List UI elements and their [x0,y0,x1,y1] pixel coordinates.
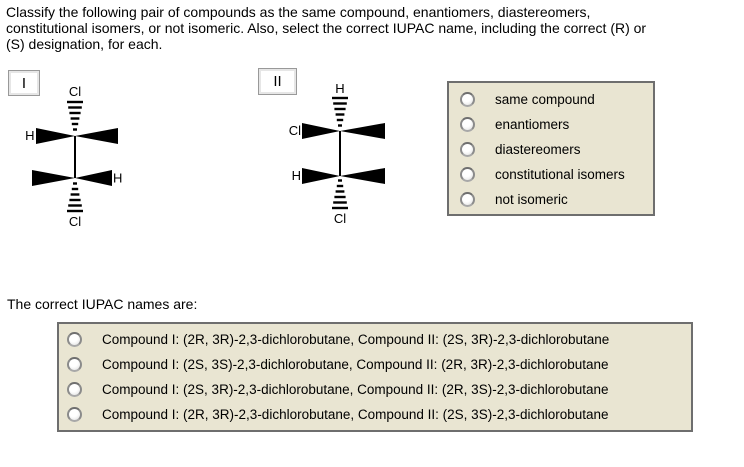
compound-1-label: I [21,74,27,92]
atom-label-chlorine-top-left: Cl [289,123,301,138]
compound-1-label-box: I [8,70,40,96]
compound-2-label: II [273,73,282,90]
radio-button[interactable] [460,92,475,107]
option-label: Compound I: (2R, 3R)-2,3-dichlorobutane,… [102,407,609,422]
wedge-bond-top-left [36,128,75,144]
iupac-option-2[interactable]: Compound I: (2S, 3S)-2,3-dichlorobutane,… [67,352,691,377]
prompt-line-3: (S) designation, for each. [6,36,163,52]
atom-label-hydrogen-top-left: H [25,128,34,143]
option-same-compound[interactable]: same compound [460,87,653,112]
wedge-bond-top-right [75,128,118,144]
option-constitutional-isomers[interactable]: constitutional isomers [460,162,653,187]
hashed-bond-bottom [332,179,348,210]
prompt-line-1: Classify the following pair of compounds… [6,4,591,20]
radio-button[interactable] [67,382,82,397]
radio-button[interactable] [460,142,475,157]
hashed-bond-top [332,96,348,127]
iupac-options-box: Compound I: (2R, 3R)-2,3-dichlorobutane,… [57,322,693,432]
compound-2-label-box: II [258,68,297,95]
iupac-option-1[interactable]: Compound I: (2R, 3R)-2,3-dichlorobutane,… [67,327,691,352]
option-not-isomeric[interactable]: not isomeric [460,187,653,212]
option-label: Compound I: (2R, 3R)-2,3-dichlorobutane,… [102,332,610,347]
radio-button[interactable] [67,332,82,347]
atom-label-chlorine-top: Cl [69,84,81,99]
hashed-bond-bottom [67,182,83,213]
hashed-bond-top [67,100,83,131]
radio-button[interactable] [67,407,82,422]
compound-2-structure: H Cl H Cl [289,81,385,226]
atom-label-hydrogen-top: H [335,81,344,96]
iupac-intro-text: The correct IUPAC names are: [7,296,198,312]
option-label: enantiomers [495,117,570,132]
radio-button[interactable] [460,167,475,182]
iupac-option-4[interactable]: Compound I: (2R, 3R)-2,3-dichlorobutane,… [67,402,691,427]
option-label: same compound [495,92,595,107]
classification-options-box: same compound enantiomers diastereomers … [447,81,655,216]
wedge-bond-top-right [340,123,385,139]
option-label: Compound I: (2S, 3R)-2,3-dichlorobutane,… [102,382,609,397]
option-enantiomers[interactable]: enantiomers [460,112,653,137]
atom-label-hydrogen-bottom-left: H [292,168,301,183]
wedge-bond-bottom-left [302,168,340,184]
option-label: constitutional isomers [495,167,625,182]
question-prompt: Classify the following pair of compounds… [6,4,726,52]
radio-button[interactable] [460,117,475,132]
atom-label-chlorine-bottom: Cl [69,214,81,229]
atom-label-chlorine-bottom: Cl [334,211,346,226]
iupac-option-3[interactable]: Compound I: (2S, 3R)-2,3-dichlorobutane,… [67,377,691,402]
option-label: not isomeric [495,192,568,207]
option-label: diastereomers [495,142,581,157]
radio-button[interactable] [67,357,82,372]
radio-button[interactable] [460,192,475,207]
wedge-bond-bottom-right [75,170,112,186]
wedge-bond-bottom-right [340,168,385,184]
option-diastereomers[interactable]: diastereomers [460,137,653,162]
prompt-line-2: constitutional isomers, or not isomeric.… [6,20,647,36]
compound-1-structure: Cl H H Cl [25,84,122,229]
atom-label-hydrogen-bottom-right: H [113,171,122,186]
wedge-bond-top-left [302,123,340,139]
wedge-bond-bottom-left [32,170,75,186]
option-label: Compound I: (2S, 3S)-2,3-dichlorobutane,… [102,357,609,372]
